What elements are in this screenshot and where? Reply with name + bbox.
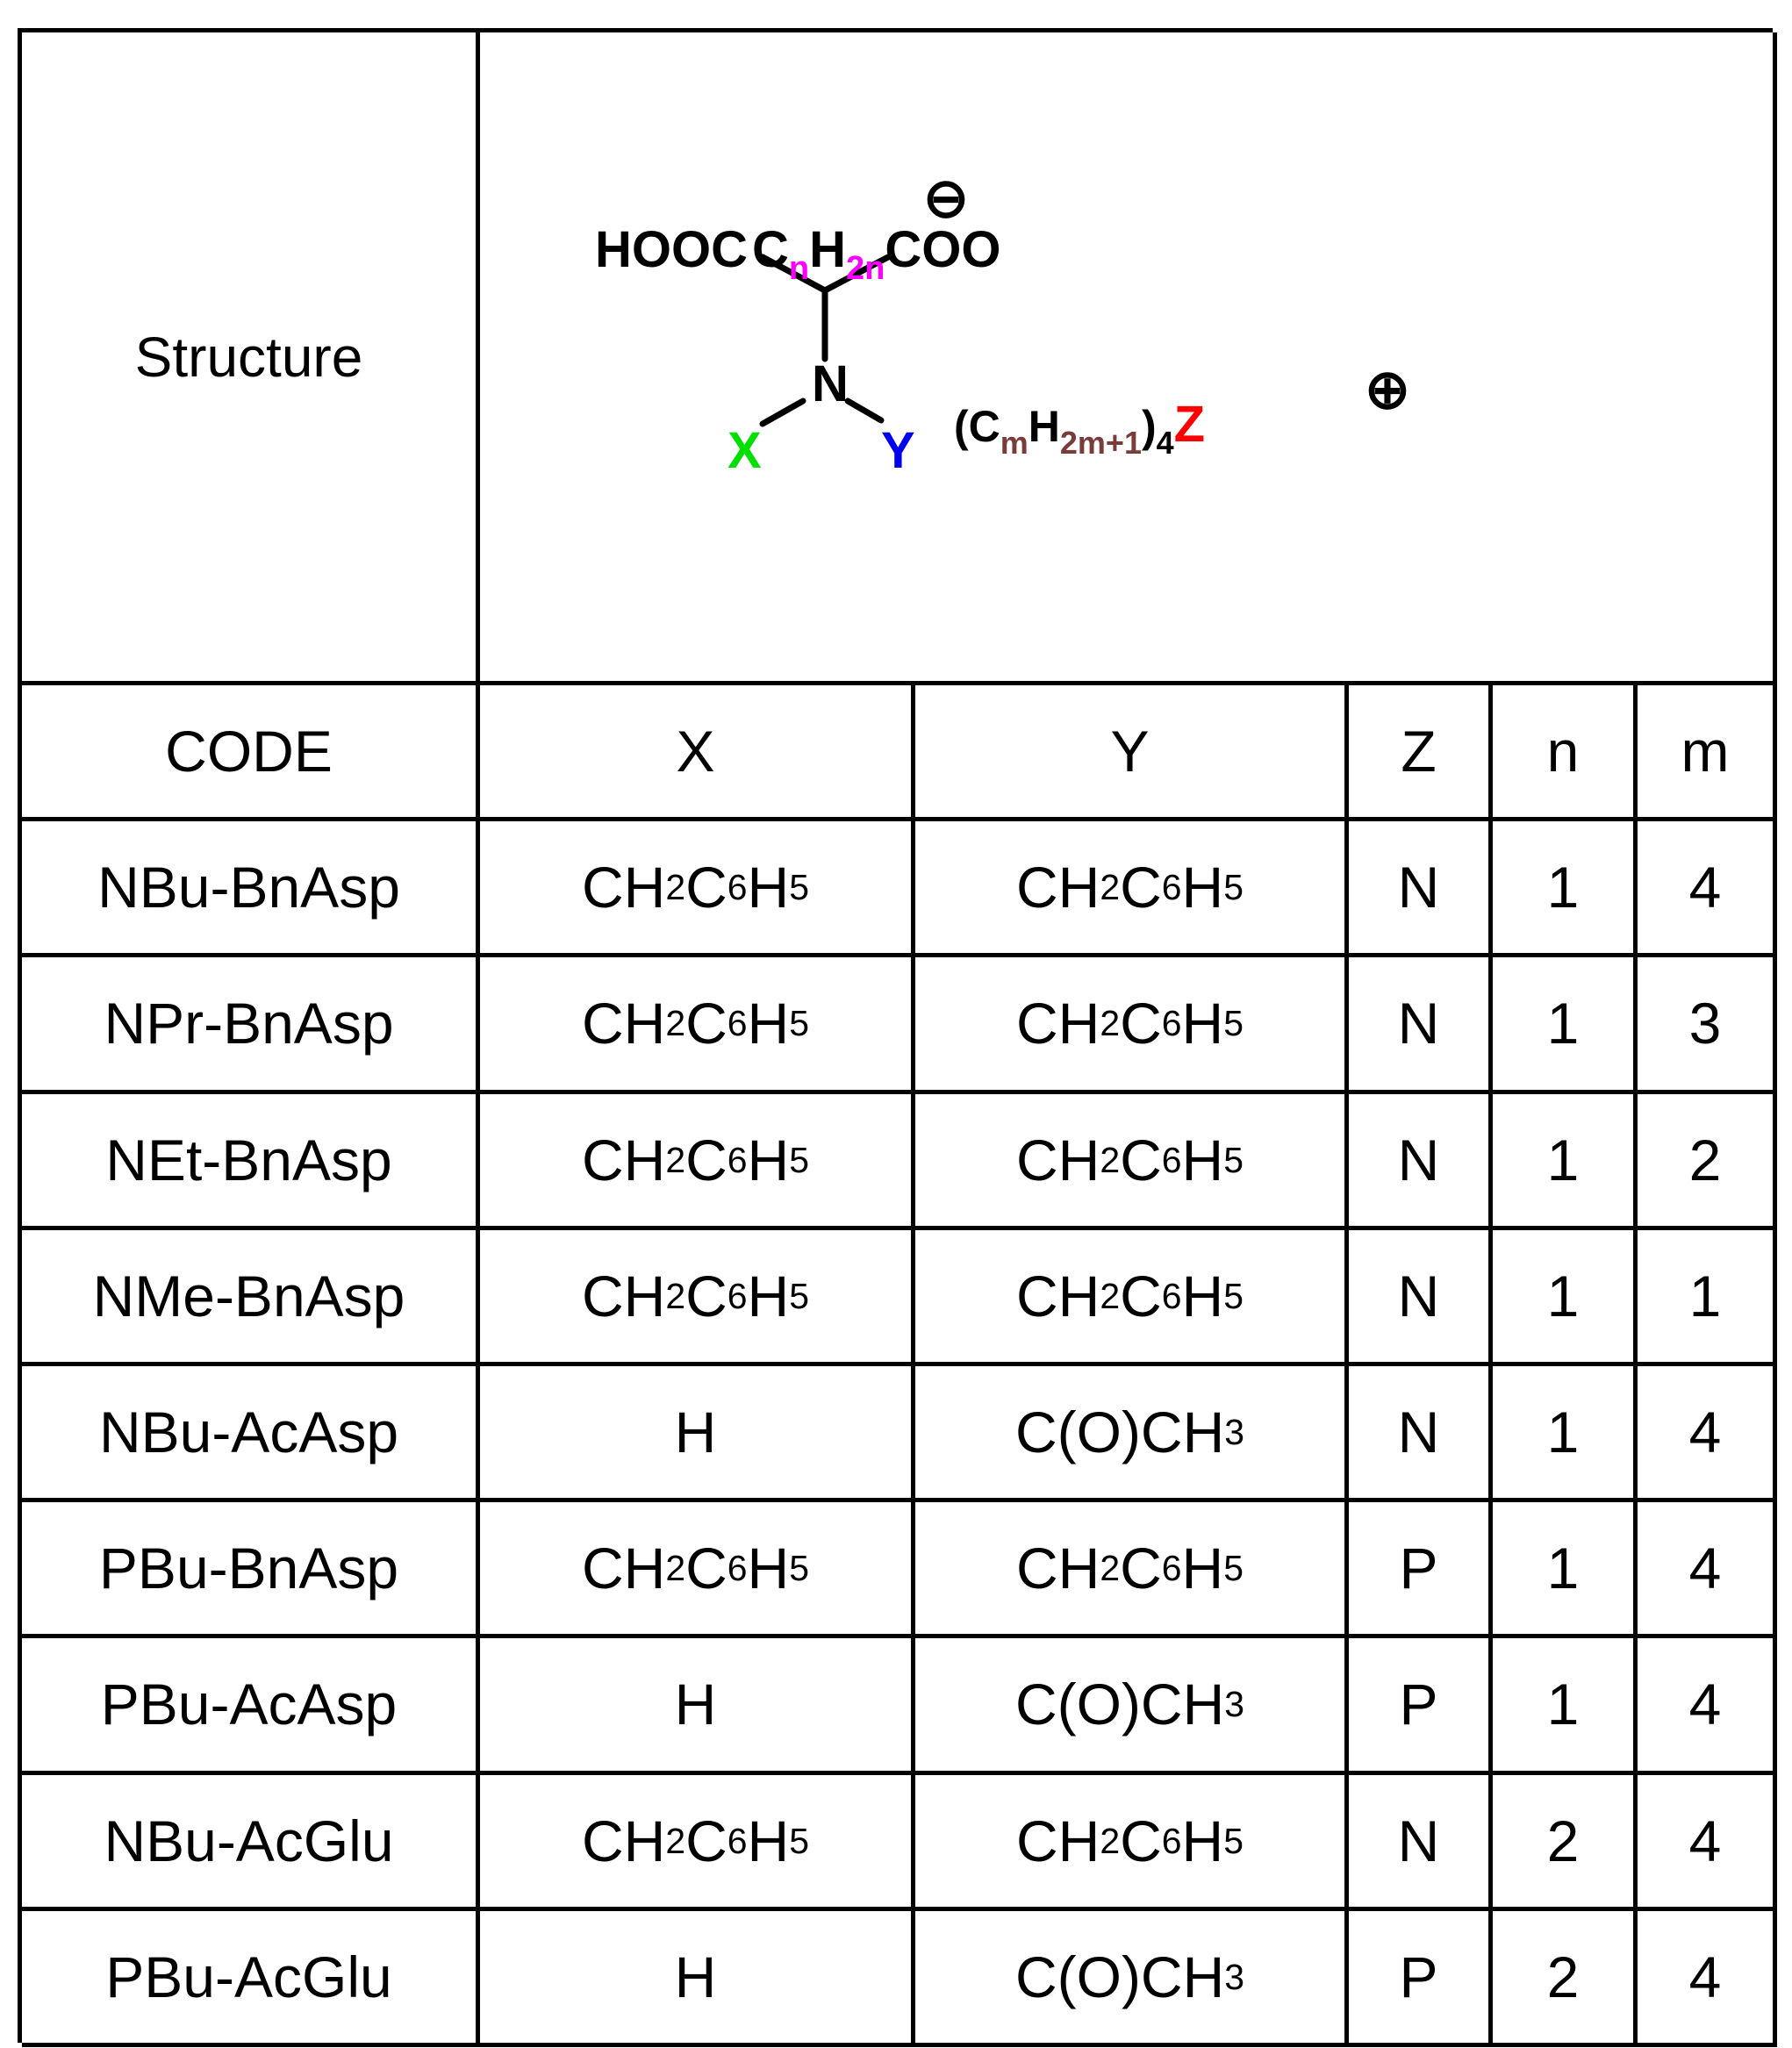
carboxylate: COO <box>885 221 1000 278</box>
cell-code: NMe-BnAsp <box>22 1229 480 1366</box>
cell-m: 4 <box>1638 1502 1777 1639</box>
bond-right <box>821 254 892 294</box>
molecule-structure: HOOC CnH2nCOO ⊖ N X Y (CmH2m+1)4Z⊕ <box>595 168 1410 479</box>
cation-formula: (CmH2m+1)4Z <box>954 396 1205 461</box>
cell-n: 1 <box>1493 821 1638 958</box>
chain-h: H <box>809 221 846 278</box>
header-x: X <box>480 685 915 822</box>
cell-z: P <box>1349 1910 1493 2047</box>
cell-m: 4 <box>1638 821 1777 958</box>
bond-left <box>759 254 828 294</box>
cell-n: 2 <box>1493 1774 1638 1911</box>
cation-h: H <box>1029 402 1060 451</box>
cell-code: NBu-BnAsp <box>22 821 480 958</box>
cell-code: NEt-BnAsp <box>22 1093 480 1230</box>
cell-code: NBu-AcAsp <box>22 1365 480 1503</box>
hooc-label: HOOC <box>595 221 748 278</box>
header-n: n <box>1493 685 1638 822</box>
cell-code: NPr-BnAsp <box>22 957 480 1094</box>
cell-z: N <box>1349 821 1493 958</box>
cell-z: N <box>1349 957 1493 1094</box>
header-y: Y <box>915 685 1349 822</box>
cell-code: PBu-AcGlu <box>22 1910 480 2047</box>
cell-z: N <box>1349 1229 1493 1366</box>
anion-charge: ⊖ <box>923 168 969 229</box>
cell-x: H <box>480 1638 915 1775</box>
structure-label: Structure <box>22 32 480 685</box>
cation-z: Z <box>1174 396 1205 453</box>
bond-y <box>844 397 885 424</box>
cell-n: 2 <box>1493 1910 1638 2047</box>
cation-open: (C <box>954 402 1000 451</box>
substituent-y: Y <box>881 422 915 479</box>
cell-n: 1 <box>1493 1365 1638 1503</box>
cell-n: 1 <box>1493 1638 1638 1775</box>
cell-x: H <box>480 1910 915 2047</box>
cell-m: 4 <box>1638 1774 1777 1911</box>
amine-n: N <box>812 355 849 412</box>
cell-x: H <box>480 1365 915 1503</box>
cell-m: 4 <box>1638 1638 1777 1775</box>
chain-2n: 2n <box>846 250 885 287</box>
cation-2m1: 2m+1 <box>1060 425 1142 461</box>
cation-close: ) <box>1142 402 1157 451</box>
structure-cell: HOOC CnH2nCOO ⊖ N X Y (CmH2m+1)4Z⊕ <box>480 32 1777 685</box>
bond-x <box>759 397 806 427</box>
header-m: m <box>1638 685 1777 822</box>
cation-m: m <box>1000 425 1029 461</box>
cell-z: P <box>1349 1502 1493 1639</box>
cation-count: 4 <box>1157 425 1174 461</box>
cation-charge: ⊕ <box>1365 360 1410 420</box>
cell-n: 1 <box>1493 1502 1638 1639</box>
cell-m: 3 <box>1638 957 1777 1094</box>
cell-m: 1 <box>1638 1229 1777 1366</box>
cell-z: N <box>1349 1093 1493 1230</box>
cell-n: 1 <box>1493 1229 1638 1366</box>
header-z: Z <box>1349 685 1493 822</box>
header-code: CODE <box>22 685 480 822</box>
cell-code: PBu-BnAsp <box>22 1502 480 1639</box>
cell-code: PBu-AcAsp <box>22 1638 480 1775</box>
cell-z: N <box>1349 1365 1493 1503</box>
cell-z: P <box>1349 1638 1493 1775</box>
cell-m: 2 <box>1638 1093 1777 1230</box>
substituent-x: X <box>728 422 762 479</box>
cell-m: 4 <box>1638 1910 1777 2047</box>
cell-n: 1 <box>1493 1093 1638 1230</box>
cell-m: 4 <box>1638 1365 1777 1503</box>
cell-n: 1 <box>1493 957 1638 1094</box>
compound-table: Structure HOOC CnH2nCOO ⊖ N X Y (CmH2m+1… <box>18 28 1777 2047</box>
cell-z: N <box>1349 1774 1493 1911</box>
chain-n: n <box>789 250 809 287</box>
chain-formula: CnH2nCOO <box>752 221 1000 287</box>
cell-code: NBu-AcGlu <box>22 1774 480 1911</box>
chain-c: C <box>752 221 789 278</box>
